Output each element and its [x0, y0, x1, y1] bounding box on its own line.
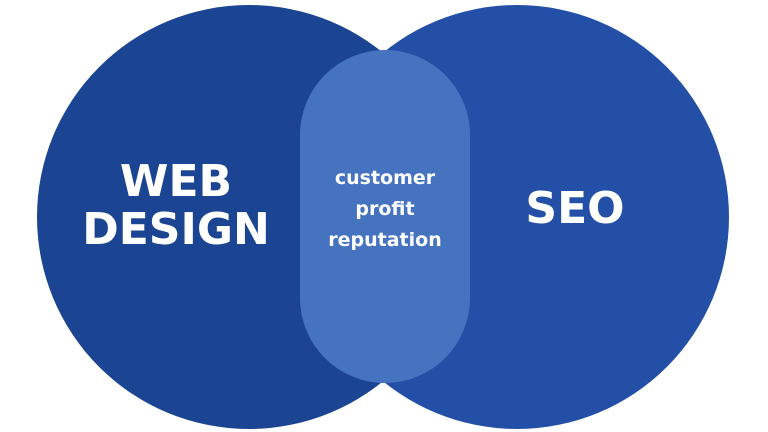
shared-benefit-customer: customer [334, 167, 436, 189]
web-design-label-line-2: DESIGN [82, 203, 270, 255]
seo-label: SEO [525, 183, 625, 234]
shared-benefit-reputation: reputation [328, 229, 442, 251]
shared-benefits-list: customer profit reputation [300, 163, 470, 256]
overlap-region [300, 50, 470, 383]
web-design-label-line-1: WEB [119, 156, 233, 207]
web-design-label: WEB DESIGN [60, 158, 292, 253]
shared-benefit-profit: profit [355, 198, 415, 220]
